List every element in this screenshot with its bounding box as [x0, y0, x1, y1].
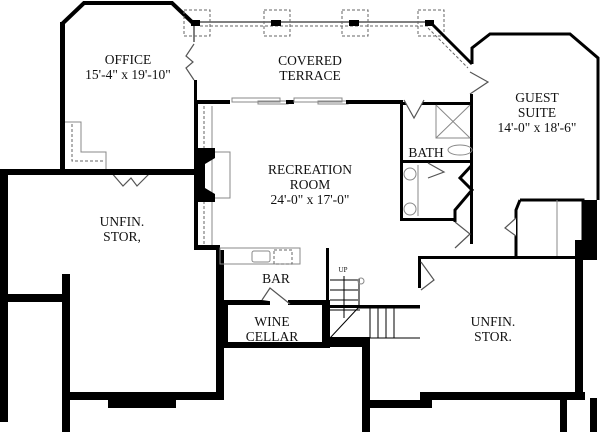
room-dimensions: 24'-0" x 17'-0"	[270, 192, 350, 207]
closet-door[interactable]	[504, 217, 517, 237]
wine-cellar-door[interactable]	[261, 287, 291, 305]
room-name: UNFIN.	[470, 314, 516, 329]
office-label: OFFICE 15'-4" x 19'-10"	[85, 52, 171, 82]
hall-door[interactable]	[454, 221, 471, 249]
guest-suite-label: GUEST SUITE 14'-0" x 18'-6"	[498, 90, 577, 135]
room-name-line2: CELLAR	[245, 329, 299, 344]
room-name-line2: STOR.	[474, 329, 512, 344]
vanity-door[interactable]	[427, 162, 446, 179]
room-name: BATH	[408, 145, 444, 160]
room-name: BAR	[262, 271, 290, 286]
bath-label: BATH	[408, 145, 443, 160]
office-west-wall	[60, 22, 65, 172]
bath-door[interactable]	[403, 99, 425, 120]
room-name-line2: SUITE	[517, 105, 557, 120]
wine-cellar-label: WINE CELLAR	[246, 314, 299, 344]
room-name: GUEST	[515, 90, 559, 105]
stair-up-label: UP	[338, 266, 348, 274]
covered-terrace-label: COVERED TERRACE	[278, 53, 342, 83]
office-walls	[60, 1, 196, 26]
recreation-room-label: RECREATION ROOM 24'-0" x 17'-0"	[268, 162, 352, 207]
office-door[interactable]	[185, 43, 195, 81]
storage-door[interactable]	[420, 261, 435, 291]
room-name: COVERED	[278, 53, 342, 68]
room-name: OFFICE	[104, 52, 152, 67]
bar-label: BAR	[262, 271, 290, 286]
room-name: UNFIN.	[99, 214, 145, 229]
room-dimensions: 15'-4" x 19'-10"	[85, 67, 171, 82]
room-name-line2: STOR,	[103, 229, 141, 244]
room-name: WINE	[254, 314, 290, 329]
room-dimensions: 14'-0" x 18'-6"	[497, 120, 577, 135]
fireplace	[196, 148, 215, 202]
room-name-line2: TERRACE	[279, 68, 341, 83]
unfin-stor-right-label: UNFIN. STOR.	[471, 314, 516, 344]
unfin-stor-left-label: UNFIN. STOR,	[100, 214, 145, 244]
guest-suite-door[interactable]	[469, 71, 490, 95]
room-name: RECREATION	[268, 162, 352, 177]
room-name-line2: ROOM	[289, 177, 331, 192]
